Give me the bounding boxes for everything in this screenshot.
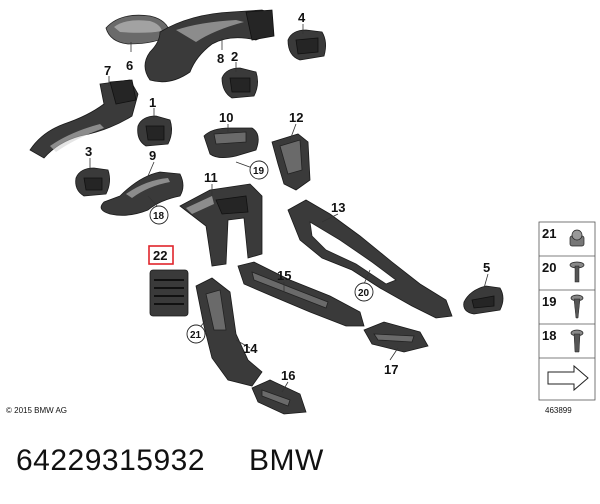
part-10-duct (203, 127, 259, 158)
svg-text:20: 20 (358, 288, 370, 299)
callout-9: 9 (149, 148, 156, 163)
callout-16: 16 (281, 368, 295, 383)
self-tapping-screw-icon (570, 294, 584, 319)
arrow-icon (547, 364, 589, 392)
callout-11: 11 (204, 170, 218, 185)
part-12-duct (271, 133, 311, 191)
callout-13: 13 (331, 200, 345, 215)
part-16-duct (251, 379, 307, 415)
svg-text:21: 21 (190, 330, 202, 341)
part-14-duct (195, 277, 263, 387)
clip-nut-icon (569, 229, 585, 247)
svg-text:19: 19 (253, 166, 265, 177)
screw-icon (570, 329, 584, 353)
part-4-vent (287, 29, 326, 61)
part-8-duct (144, 9, 275, 83)
callout-7: 7 (104, 63, 111, 78)
part-17-duct (363, 321, 429, 353)
part-22-grille (149, 269, 189, 317)
part-15-duct (237, 261, 365, 327)
part-3-vent (75, 167, 110, 197)
svg-text:18: 18 (153, 211, 165, 222)
leader-lines (89, 24, 489, 393)
caption: 64229315932 BMW (16, 444, 324, 478)
part-9-duct (100, 171, 184, 216)
part-2-vent (221, 67, 258, 99)
legend-label-18: 18 (542, 328, 556, 343)
callout-5: 5 (483, 260, 490, 275)
circled-callout-19: 19 (249, 160, 269, 180)
legend-label-20: 20 (542, 260, 556, 275)
copyright-text: © 2015 BMW AG (6, 406, 68, 415)
callout-3: 3 (85, 144, 92, 159)
legend-label-19: 19 (542, 294, 556, 309)
brand-name: BMW (249, 444, 324, 477)
part-11-duct (179, 183, 263, 267)
screw-washer-icon (569, 261, 585, 283)
part-1-vent (137, 115, 172, 147)
parts-diagram: 6 8 4 2 7 1 3 10 12 9 11 13 5 15 14 17 1… (29, 9, 596, 415)
legend-label-21: 21 (542, 226, 556, 241)
callout-22-highlight: 22 (148, 245, 174, 265)
circled-callout-18: 18 (149, 205, 169, 225)
part-number: 64229315932 (16, 444, 206, 477)
callout-15: 15 (277, 268, 291, 283)
circled-callout-21: 21 (186, 324, 206, 344)
callout-10: 10 (219, 110, 233, 125)
part-13-duct (287, 199, 453, 319)
callout-2: 2 (231, 49, 238, 64)
callout-22: 22 (153, 248, 167, 263)
callout-8: 8 (217, 51, 224, 66)
callout-1: 1 (149, 95, 156, 110)
fastener-legend: 21 20 19 18 (538, 221, 596, 401)
callout-6: 6 (126, 58, 133, 73)
callout-14: 14 (243, 341, 258, 356)
callout-4: 4 (298, 10, 306, 25)
part-5-vent (463, 285, 504, 315)
part-7-duct (29, 79, 139, 159)
diagram-number: 463899 (545, 406, 572, 415)
callout-12: 12 (289, 110, 303, 125)
circled-callout-20: 20 (354, 282, 374, 302)
callout-17: 17 (384, 362, 398, 377)
